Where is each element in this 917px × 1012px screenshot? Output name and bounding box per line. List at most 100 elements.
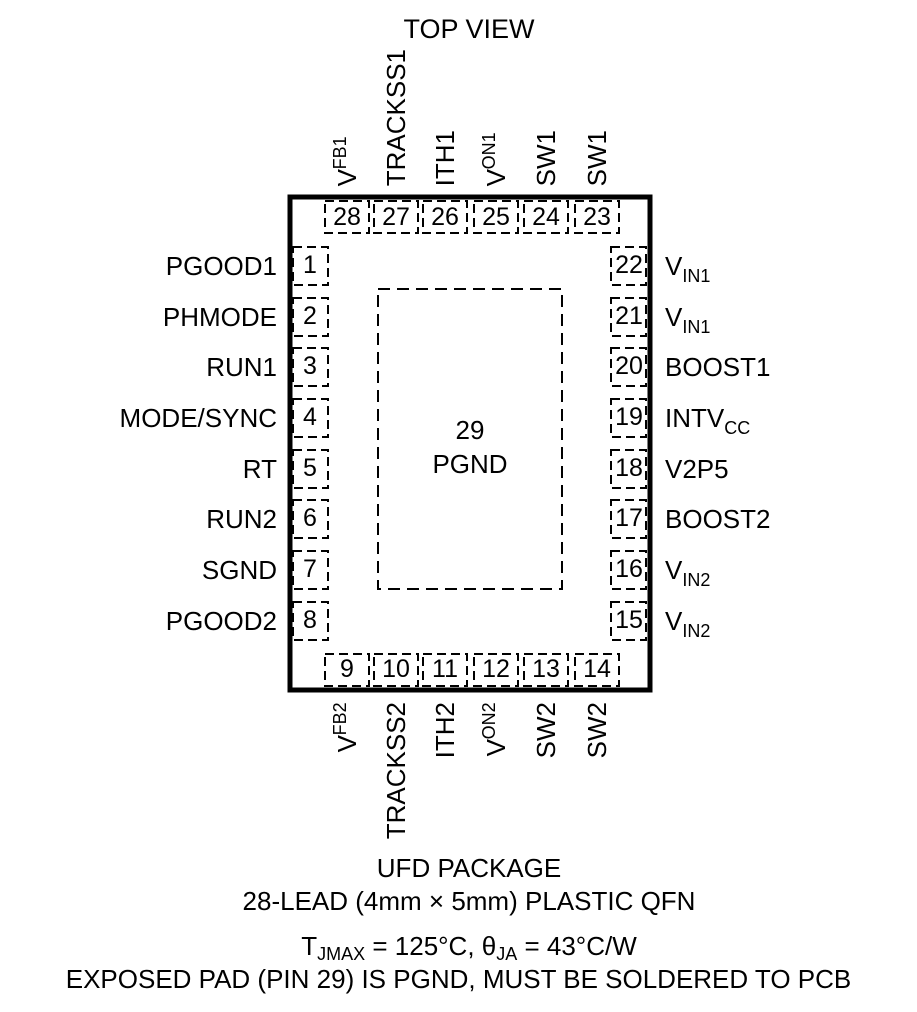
caption-tjmax-sub: JMAX [317, 944, 366, 964]
caption-theta-sub: JA [496, 944, 518, 964]
pin-number: 15 [615, 606, 643, 634]
pin-pad [292, 601, 329, 641]
caption-package: UFD PACKAGE [376, 853, 562, 883]
caption-tjmax-label: T [301, 931, 318, 961]
pin-label-sub: IN1 [682, 317, 711, 337]
pin-number: 26 [431, 203, 459, 231]
pin-label-main: SW2 [531, 702, 561, 759]
pin-pad [610, 601, 647, 641]
exposed-pad-name: PGND [432, 449, 508, 479]
pin-label: TRACKSS1 [381, 49, 411, 186]
pin-pad [422, 200, 468, 234]
pin-label-sub: FB1 [330, 135, 350, 169]
pin-number: 17 [615, 504, 643, 532]
pin-number: 9 [340, 655, 354, 683]
pin-pad [610, 550, 647, 590]
caption-exposed-pad-note: EXPOSED PAD (PIN 29) IS PGND, MUST BE SO… [65, 964, 852, 994]
diagram-title: TOP VIEW [403, 14, 535, 44]
pin-label-main: V [665, 251, 683, 281]
caption-thermal: TJMAX = 125°C, θJA = 43°C/W [0, 933, 917, 963]
pin-label-main: V [665, 606, 683, 636]
pin-label-sub: ON1 [479, 131, 499, 169]
pin-label: VFB1 [330, 136, 362, 186]
pin-label: BOOST1 [665, 354, 770, 380]
pin-pad [324, 200, 370, 234]
pin-number: 20 [615, 352, 643, 380]
pin-label: SW2 [531, 702, 561, 759]
pin-pad [292, 499, 329, 539]
pin-label-sub: CC [724, 418, 751, 438]
pin-number: 13 [532, 655, 560, 683]
pin-pad [523, 200, 569, 234]
pin-pad [292, 347, 329, 387]
pin-number: 28 [333, 203, 361, 231]
pin-number: 10 [382, 655, 410, 683]
pin-pad [574, 653, 620, 687]
pin-label-main: BOOST2 [665, 504, 771, 534]
pin-label-main: SW1 [582, 129, 612, 186]
pin-number: 21 [615, 302, 643, 330]
pin-number: 1 [303, 251, 317, 279]
pin-label-main: V [665, 555, 683, 585]
pin-label-main: INTV [665, 403, 725, 433]
pin-label: VFB2 [330, 702, 362, 753]
pin-number: 12 [482, 655, 510, 683]
pin-label: BOOST2 [665, 506, 770, 532]
pin-number: 6 [303, 504, 317, 532]
pin-number: 24 [532, 203, 560, 231]
pin-label-sub: ON2 [479, 702, 499, 740]
pin-pad [292, 297, 329, 337]
pin-number: 4 [303, 403, 317, 431]
pin-label: INTVCC [665, 403, 750, 437]
pin-label-main: V [332, 735, 362, 753]
pin-number: 22 [615, 251, 643, 279]
pin-label: RUN1 [206, 352, 277, 382]
pin-label-main: ITH2 [430, 702, 460, 759]
pin-label: VIN1 [665, 251, 710, 285]
caption-thermal-mid: = 125°C, θ [365, 931, 497, 961]
pin-label: PHMODE [162, 302, 277, 332]
pin-number: 27 [382, 203, 410, 231]
pin-label: MODE/SYNC [119, 403, 277, 433]
pin-pad [422, 653, 468, 687]
pin-label: PGOOD2 [165, 606, 277, 636]
pin-number: 18 [615, 454, 643, 482]
pin-pad [373, 200, 419, 234]
pin-label: SGND [201, 555, 277, 585]
exposed-pad-number: 29 [455, 415, 485, 445]
pin-pads [292, 200, 647, 687]
pin-number: 5 [303, 454, 317, 482]
pin-pad [373, 653, 419, 687]
pin-label: PGOOD1 [165, 251, 277, 281]
pin-label-main: V [481, 739, 511, 757]
pin-pad [523, 653, 569, 687]
pin-number: 25 [482, 203, 510, 231]
pin-label-main: SW2 [582, 702, 612, 759]
pin-label: VON2 [479, 702, 511, 757]
pin-label-main: SW1 [531, 129, 561, 186]
pin-label-sub: IN1 [682, 266, 711, 286]
exposed-pad [377, 288, 563, 590]
pin-number: 8 [303, 606, 317, 634]
pin-label: VIN2 [665, 606, 710, 640]
pin-pad [610, 347, 647, 387]
pin-number: 7 [303, 555, 317, 583]
pin-label-sub: IN2 [682, 570, 711, 590]
pin-pad [292, 246, 329, 286]
pin-label-main: ITH1 [430, 129, 460, 186]
caption-lead-description: 28-LEAD (4mm × 5mm) PLASTIC QFN [242, 886, 696, 916]
caption-thermal-end: = 43°C/W [517, 931, 637, 961]
pin-label-main: BOOST1 [665, 352, 771, 382]
pin-label-sub: FB2 [330, 702, 350, 736]
pin-label: VIN2 [665, 555, 710, 589]
pin-label: ITH2 [430, 702, 460, 759]
pin-pad [292, 449, 329, 489]
pin-number: 19 [615, 403, 643, 431]
pin-number: 23 [583, 203, 611, 231]
package-body [287, 194, 653, 693]
pin-pad [610, 398, 647, 438]
pin-label: ITH1 [430, 129, 460, 186]
pin-label: SW1 [582, 129, 612, 186]
pin-pad [292, 398, 329, 438]
